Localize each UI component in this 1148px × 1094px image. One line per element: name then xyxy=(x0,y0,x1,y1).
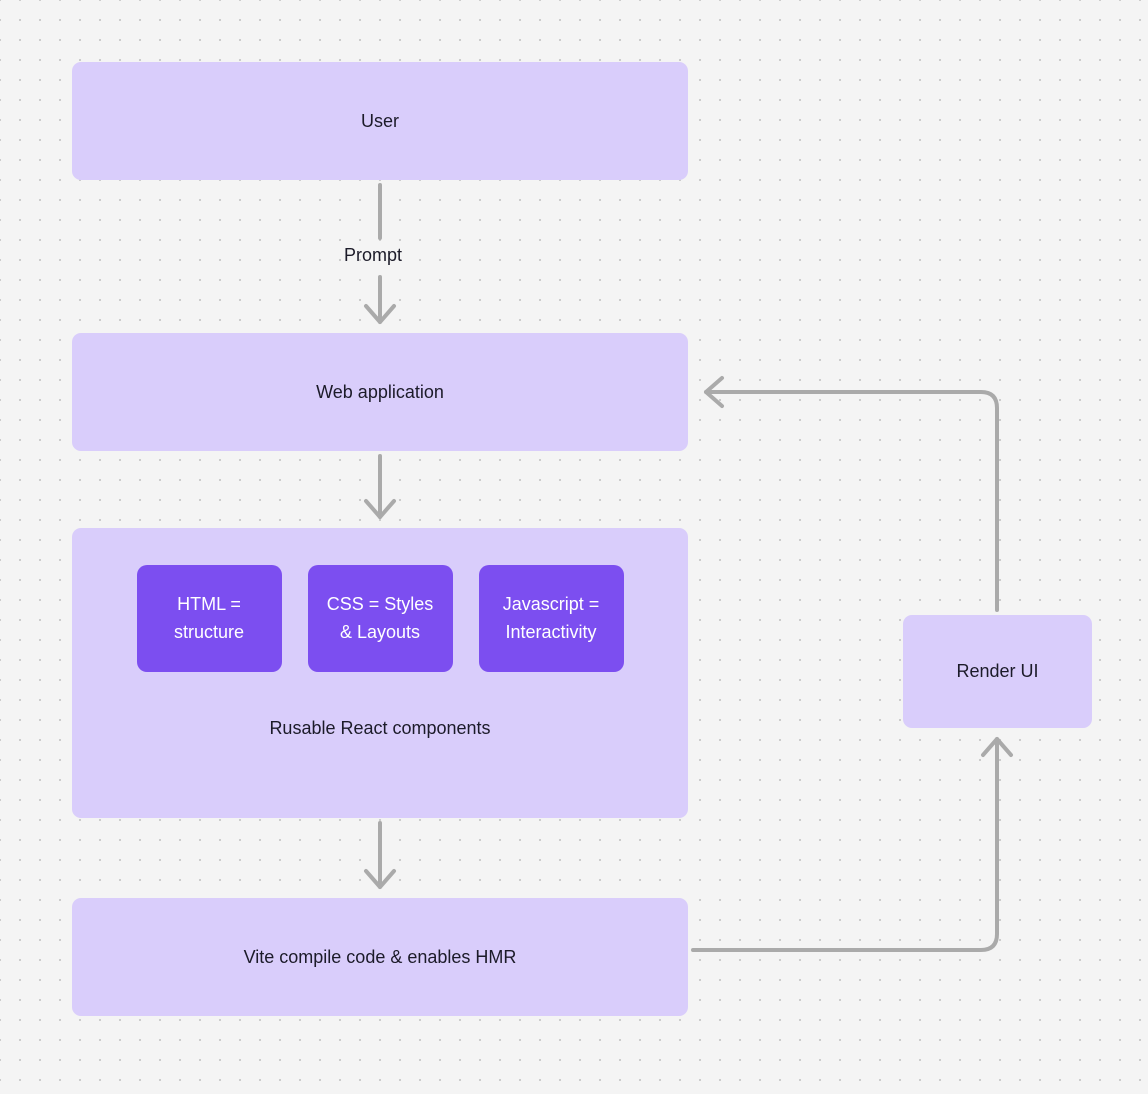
chip-javascript-label: Javascript = Interactivity xyxy=(487,591,616,647)
node-render-ui-label: Render UI xyxy=(956,661,1039,682)
chip-css-line1: CSS = Styles xyxy=(326,593,434,614)
chip-css[interactable]: CSS = Styles & Layouts xyxy=(307,565,453,672)
chip-javascript-line1: Javascript = xyxy=(502,593,600,614)
node-web-application[interactable]: Web application xyxy=(72,333,688,451)
chip-css-label: CSS = Styles & Layouts xyxy=(311,591,450,647)
chip-javascript[interactable]: Javascript = Interactivity xyxy=(478,565,624,672)
chip-html-line1: HTML = xyxy=(177,593,241,614)
edge-webapp-to-components xyxy=(364,454,396,519)
chip-javascript-line2: Interactivity xyxy=(505,621,597,642)
chip-html-line2: structure xyxy=(173,621,245,642)
node-web-application-label: Web application xyxy=(316,381,444,402)
chip-row: HTML = structure CSS = Styles & Layouts Ja… xyxy=(72,565,688,672)
node-vite-label: Vite compile code & enables HMR xyxy=(243,946,517,967)
chip-html-label: HTML = structure xyxy=(158,591,260,647)
node-react-components[interactable]: HTML = structure CSS = Styles & Layouts Ja… xyxy=(72,528,688,818)
node-vite[interactable]: Vite compile code & enables HMR xyxy=(72,898,688,1016)
node-render-ui[interactable]: Render UI xyxy=(903,615,1092,728)
edge-render-to-webapp xyxy=(704,376,999,612)
edge-label-prompt: Prompt xyxy=(344,245,403,265)
chip-css-line2: & Layouts xyxy=(339,621,421,642)
edge-components-to-vite xyxy=(364,821,396,889)
node-react-components-caption: Rusable React components xyxy=(269,718,491,738)
edge-vite-to-render xyxy=(691,737,1013,952)
chip-html[interactable]: HTML = structure xyxy=(136,565,282,672)
node-user[interactable]: User xyxy=(72,62,688,180)
node-user-label: User xyxy=(360,110,399,131)
